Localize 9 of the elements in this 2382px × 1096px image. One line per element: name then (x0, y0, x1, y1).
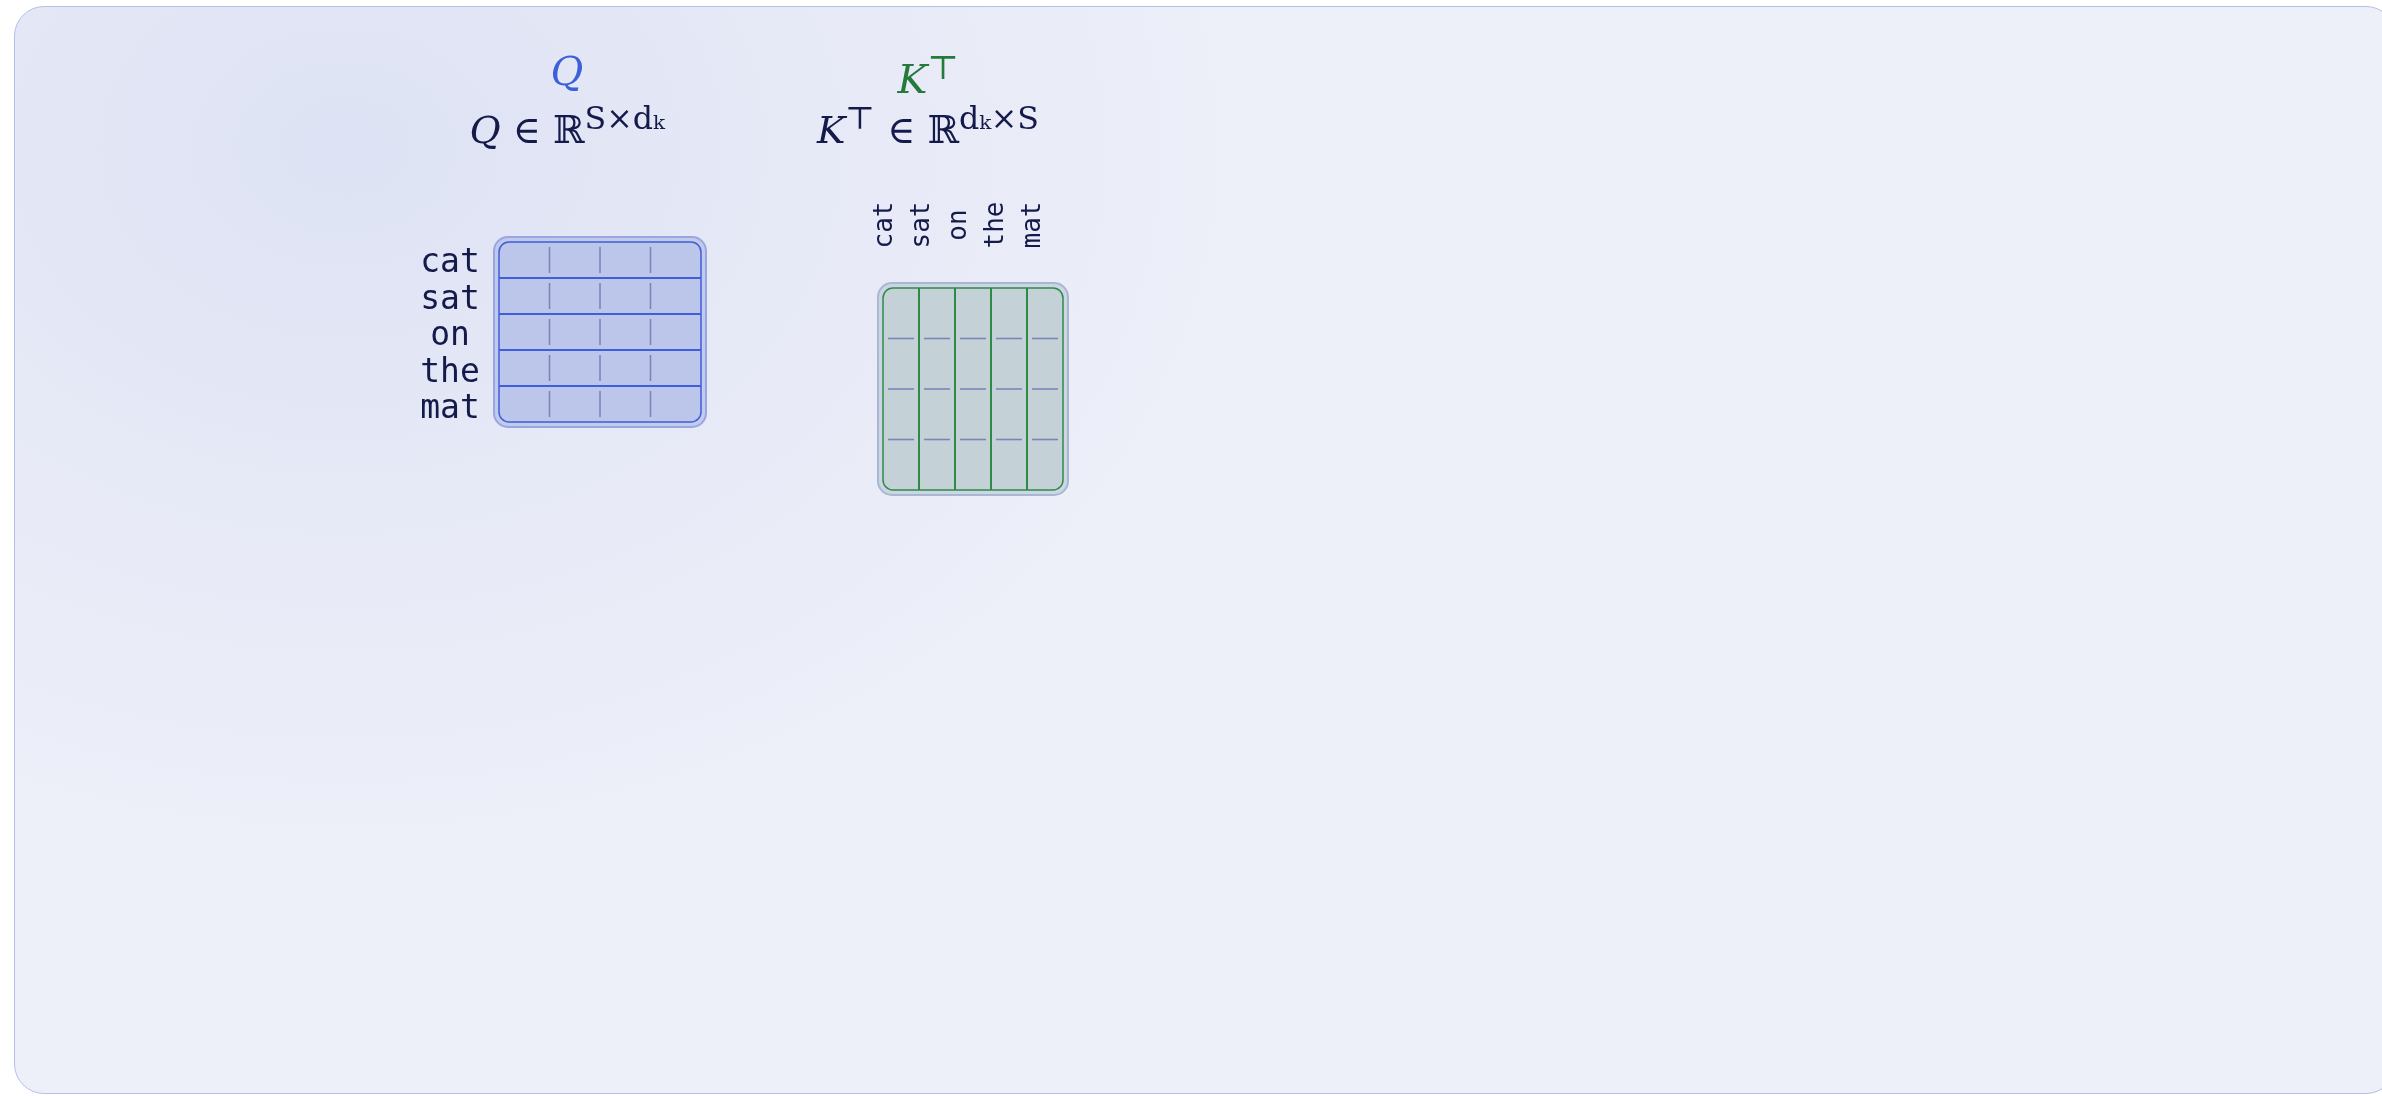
matrix-dimension-formula: K$^{⊤}$ ∈ ℝ$^{dₖ×S}$ (816, 100, 1040, 152)
column-label: on (942, 208, 972, 243)
matrix-symbol: Q (550, 48, 584, 94)
column-label: the (979, 200, 1009, 251)
matrix-symbol: K$^{⊤}$ (897, 48, 959, 103)
column-label: mat (1016, 200, 1046, 251)
matrix-dimension-formula: Q ∈ ℝ$^{S×dₖ}$ (469, 100, 665, 152)
column-label: sat (905, 200, 935, 251)
column-label: cat (868, 200, 898, 251)
